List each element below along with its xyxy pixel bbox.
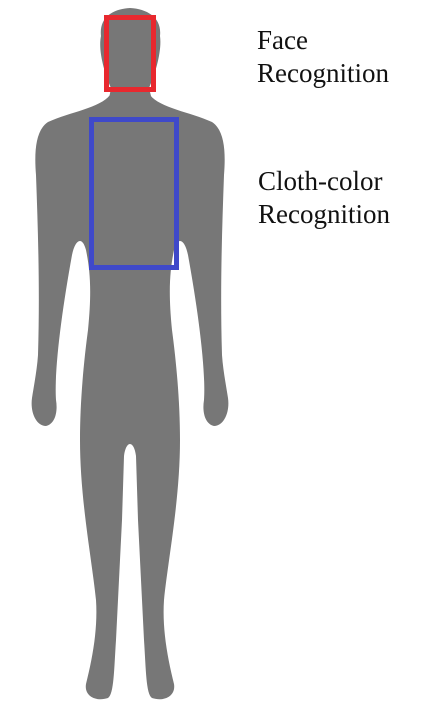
face-label-line1: Face [257,24,389,57]
cloth-label-line1: Cloth-color [258,165,390,198]
silhouette-torso [32,95,229,699]
face-label-line2: Recognition [257,57,389,90]
cloth-label-line2: Recognition [258,198,390,231]
cloth-color-recognition-label: Cloth-color Recognition [258,165,390,231]
face-recognition-label: Face Recognition [257,24,389,90]
